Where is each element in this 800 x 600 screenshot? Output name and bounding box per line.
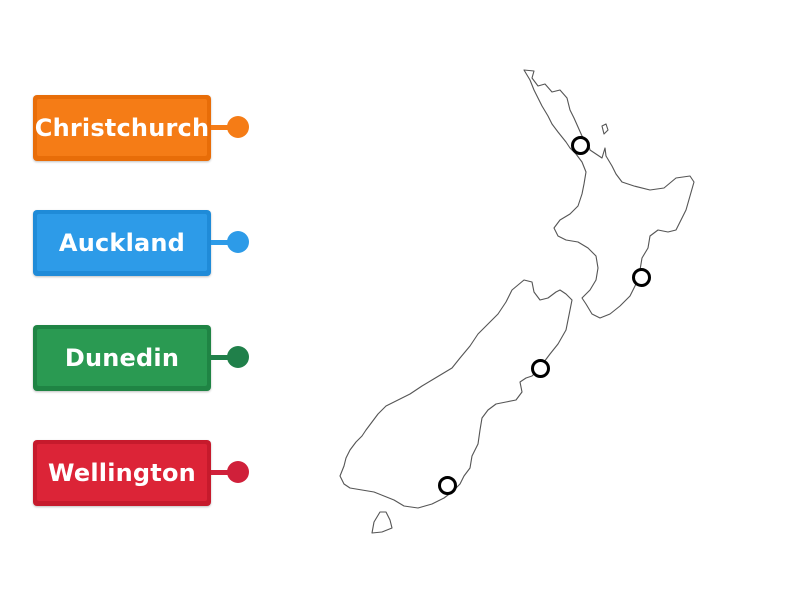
label-connector	[211, 470, 229, 475]
north-island-outline	[523, 69, 695, 319]
drag-pin-icon[interactable]	[227, 346, 249, 368]
label-box-inner	[37, 444, 207, 501]
label-connector	[211, 240, 229, 245]
drop-target-marker-3[interactable]	[531, 359, 550, 378]
island-outline	[601, 123, 609, 135]
south-island-outline	[339, 279, 573, 509]
label-box-inner	[37, 329, 207, 386]
label-text: Wellington	[48, 459, 196, 487]
draggable-label-auckland[interactable]: Auckland	[33, 210, 249, 276]
drag-pin-icon[interactable]	[227, 461, 249, 483]
label-connector	[211, 355, 229, 360]
drag-pin-icon[interactable]	[227, 231, 249, 253]
drop-target-marker-4[interactable]	[438, 476, 457, 495]
label-text: Auckland	[58, 229, 186, 257]
draggable-label-wellington[interactable]: Wellington	[33, 440, 249, 506]
draggable-label-dunedin[interactable]: Dunedin	[33, 325, 249, 391]
drop-target-marker-1[interactable]	[571, 136, 590, 155]
label-box-inner	[37, 214, 207, 271]
label-box-inner	[37, 99, 207, 156]
stewart-island-outline	[371, 511, 393, 534]
label-christchurch-box[interactable]: Christchurch	[33, 95, 211, 161]
label-text: Dunedin	[64, 344, 180, 372]
label-text: Christchurch	[34, 114, 210, 142]
drop-target-marker-2[interactable]	[632, 268, 651, 287]
draggable-label-christchurch[interactable]: Christchurch	[33, 95, 249, 161]
label-wellington-box[interactable]: Wellington	[33, 440, 211, 506]
label-connector	[211, 125, 229, 130]
label-dunedin-box[interactable]: Dunedin	[33, 325, 211, 391]
drag-pin-icon[interactable]	[227, 116, 249, 138]
label-auckland-box[interactable]: Auckland	[33, 210, 211, 276]
